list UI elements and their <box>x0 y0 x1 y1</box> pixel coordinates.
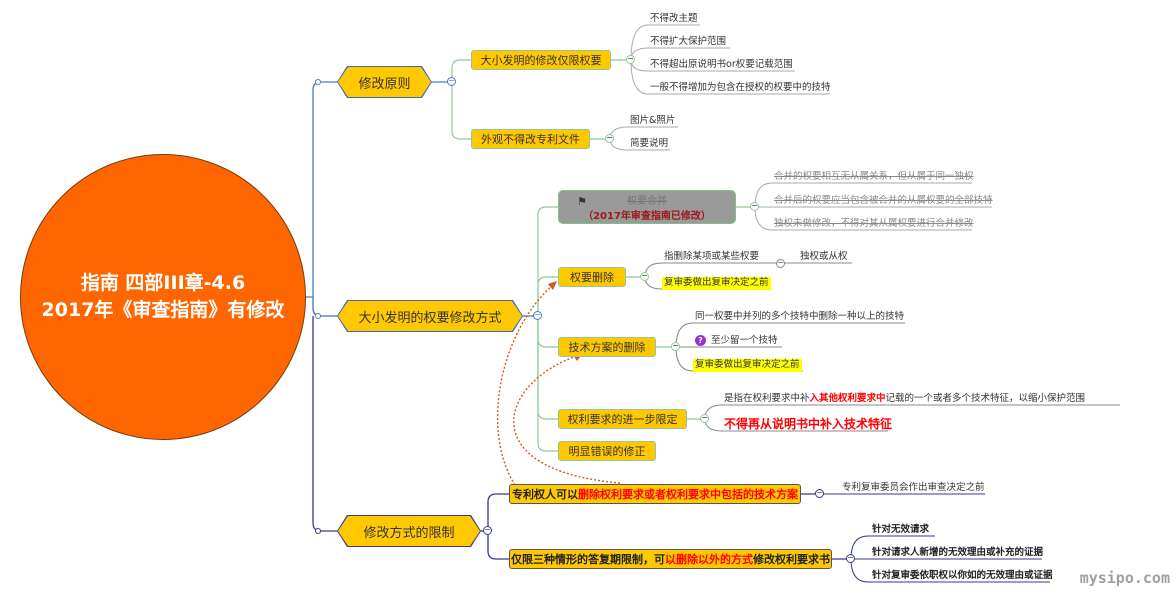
question-icon: ? <box>695 335 706 346</box>
leaf-item[interactable]: 图片&照片 <box>630 115 676 126</box>
leaf-item[interactable]: 简要说明 <box>630 138 669 149</box>
subtopic-patentee-deletion[interactable]: 专利权人可以删除权利要求或者权利要求中包括的技术方案 <box>509 484 801 504</box>
subtopic-label-emphasis: 删除权利要求或者权利要求中包括的技术方案 <box>578 488 798 501</box>
subtopic-claim-merge[interactable]: ⚑ 权要合并 （2017年审查指南已修改） <box>558 190 736 224</box>
subtopic-claim-deletion[interactable]: 权要删除 <box>558 267 626 287</box>
collapse-toggle[interactable]: − <box>815 488 824 498</box>
collapse-toggle[interactable]: − <box>626 54 635 64</box>
leaf-item[interactable]: 是指在权利要求中补入其他权利要求中记载的一个或者多个技术特征，以缩小保护范围 <box>722 393 1087 406</box>
trunk-line <box>306 81 338 298</box>
leaf-item[interactable]: 同一权要中并列的多个技特中删除一种以上的技特 <box>695 311 905 322</box>
relation-arrow <box>496 282 556 486</box>
central-title-line1: 指南 四部III章-4.6 <box>80 272 246 294</box>
subtopic-label: 技术方案的删除 <box>568 341 646 354</box>
central-title-line2: 2017年《审查指南》有修改 <box>41 299 285 321</box>
leaf-item[interactable]: 专利复审委员会作出审查决定之前 <box>842 482 985 493</box>
leaf-item[interactable]: 针对请求人新增的无效理由或补充的证据 <box>872 547 1044 558</box>
topic-label: 大小发明的权要修改方式 <box>358 310 502 326</box>
collapse-toggle[interactable]: − <box>671 341 680 351</box>
topic-modification-principle[interactable]: 修改原则 <box>338 67 431 97</box>
trunk-line <box>312 297 338 317</box>
modified-note: （2017年审查指南已修改） <box>583 211 711 222</box>
collapse-toggle[interactable]: − <box>846 553 855 563</box>
subtopic-label: 明显错误的修正 <box>568 445 646 458</box>
subtopic-label-emphasis: 以删除以外的方式 <box>665 553 753 566</box>
collapse-toggle[interactable]: − <box>533 310 542 320</box>
leaf-item-emphasis[interactable]: 不得再从说明书中补入技术特征 <box>724 417 893 431</box>
leaf-item[interactable]: 不得改主题 <box>650 13 698 24</box>
subtopic-label: 外观不得改专利文件 <box>481 133 580 146</box>
leaf-item-highlighted[interactable]: 复审委做出复审决定之前 <box>693 359 802 372</box>
subtopic-label: 权要合并 <box>627 196 667 207</box>
topic-modification-limits[interactable]: 修改方式的限制 <box>338 516 480 546</box>
leaf-item[interactable]: 独权未做修改，不得对其从属权要进行合并修改 <box>774 218 974 229</box>
subtopic-label: 权要删除 <box>570 271 614 284</box>
subtopic-label: 修改权利要求书 <box>753 553 830 566</box>
topic-label: 修改方式的限制 <box>363 525 455 541</box>
leaf-item[interactable]: 不得超出原说明书or权要记载范围 <box>650 59 793 70</box>
collapse-toggle[interactable]: − <box>483 525 492 535</box>
leaf-text: 记载的一个或者多个技术特征，以缩小保护范围 <box>885 393 1086 404</box>
subtopic-claims-only[interactable]: 大小发明的修改仅限权要 <box>471 50 611 70</box>
relation-arrowhead <box>548 281 557 290</box>
leaf-item[interactable]: 指删除某项或某些权要 <box>664 251 760 262</box>
leaf-item[interactable]: 一般不得增加为包含在授权的权要中的技特 <box>650 82 831 93</box>
subtopic-label: 大小发明的修改仅限权要 <box>480 54 602 67</box>
leaf-item[interactable]: ? 至少留一个技特 <box>693 335 780 348</box>
leaf-item[interactable]: 独权或从权 <box>800 251 848 262</box>
subtopic-label: 仅限三种情形的答复期限制，可 <box>511 553 665 566</box>
watermark: mysipo.com <box>1079 569 1170 587</box>
trunk-line <box>312 316 338 532</box>
leaf-text: 是指在权利要求中补 <box>724 393 810 404</box>
leaf-text: 至少留一个技特 <box>711 335 778 346</box>
subtopic-design-no-change[interactable]: 外观不得改专利文件 <box>471 129 590 149</box>
central-topic[interactable]: 指南 四部III章-4.6 2017年《审查指南》有修改 <box>20 154 306 440</box>
subtopic-further-limitation[interactable]: 权利要求的进一步限定 <box>558 409 687 429</box>
collapse-toggle[interactable]: − <box>700 413 709 423</box>
leaf-item-highlighted[interactable]: 复审委做出复审决定之前 <box>662 277 771 290</box>
subtopic-solution-deletion[interactable]: 技术方案的删除 <box>558 337 656 357</box>
leaf-item[interactable]: 合并的权要相互无从属关系，但从属于同一独权 <box>774 171 974 182</box>
topic-label: 修改原则 <box>358 76 411 92</box>
collapse-toggle[interactable]: − <box>750 201 759 211</box>
leaf-item[interactable]: 针对复审委依职权以你如的无效理由或证据 <box>872 570 1053 581</box>
subtopic-label: 专利权人可以 <box>512 488 578 501</box>
leaf-item[interactable]: 不得扩大保护范围 <box>650 36 727 47</box>
relation-arrow <box>513 354 621 484</box>
subtopic-label: 权利要求的进一步限定 <box>567 413 678 426</box>
leaf-item[interactable]: 针对无效请求 <box>872 524 930 535</box>
collapse-toggle[interactable]: − <box>447 76 456 86</box>
subtopic-obvious-error[interactable]: 明显错误的修正 <box>558 441 656 461</box>
collapse-toggle[interactable]: − <box>605 133 614 143</box>
flag-icon: ⚑ <box>577 195 587 208</box>
collapse-toggle[interactable]: − <box>640 271 649 281</box>
leaf-item[interactable]: 合并后的权要应当包含被合并的从属权要的全部技特 <box>774 195 993 206</box>
topic-claim-modification-methods[interactable]: 大小发明的权要修改方式 <box>338 301 522 331</box>
collapse-toggle[interactable]: − <box>776 258 785 268</box>
subtopic-three-cases[interactable]: 仅限三种情形的答复期限制，可以删除以外的方式修改权利要求书 <box>509 549 832 569</box>
leaf-text-emphasis: 入其他权利要求中 <box>809 393 886 404</box>
